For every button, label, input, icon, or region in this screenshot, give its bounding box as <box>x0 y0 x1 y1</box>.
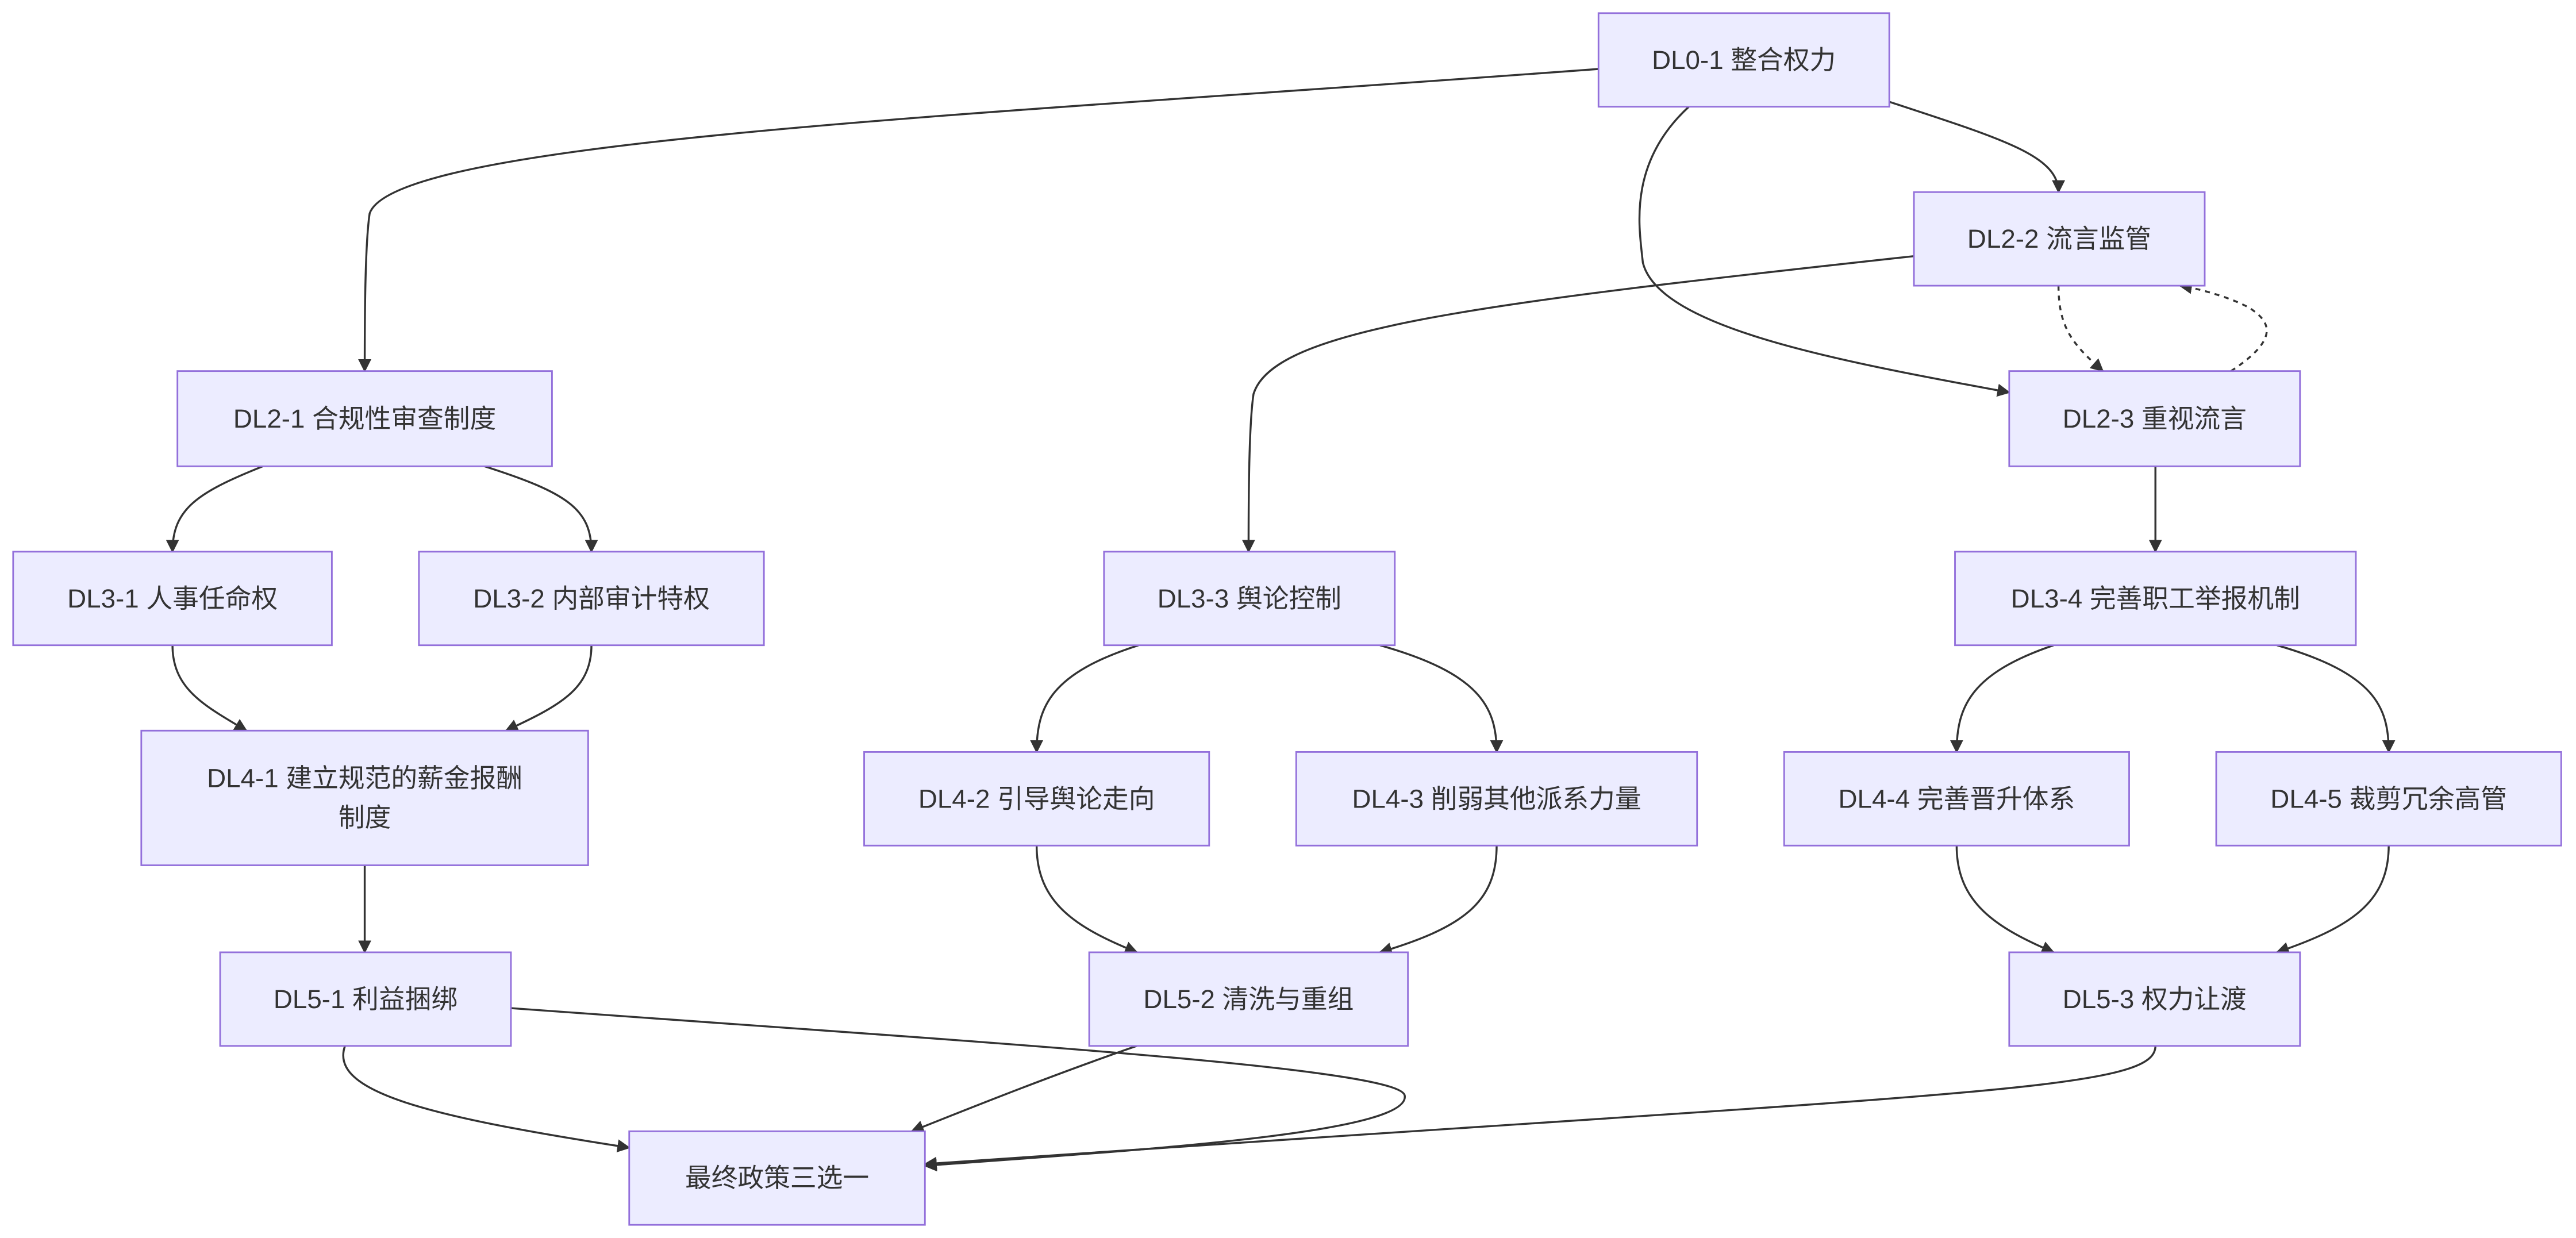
edge-dl4-5-to-dl5-3 <box>2275 845 2390 955</box>
node-label: DL3-3 舆论控制 <box>1158 584 1341 613</box>
edge-dl2-2-to-dl2-3 <box>2057 286 2104 372</box>
node-label: DL2-1 合规性审查制度 <box>233 404 496 433</box>
node-label: DL0-1 整合权力 <box>1652 45 1836 75</box>
node-dl2-3[interactable]: DL2-3 重视流言 <box>2008 370 2301 467</box>
node-box <box>219 951 512 1047</box>
node-dl2-2[interactable]: DL2-2 流言监管 <box>1913 191 2206 287</box>
node-dl3-1[interactable]: DL3-1 人事任命权 <box>12 551 333 647</box>
node-box <box>418 551 765 647</box>
node-dl5-2[interactable]: DL5-2 清洗与重组 <box>1088 951 1409 1047</box>
edge-dl3-3-to-dl4-3 <box>1379 644 1504 753</box>
edge-dl2-1-to-dl3-2 <box>484 465 598 553</box>
node-box <box>140 729 589 866</box>
edge-dl4-4-to-dl5-3 <box>1955 845 2055 954</box>
node-dl5-3[interactable]: DL5-3 权力让渡 <box>2008 951 2301 1047</box>
node-box <box>12 551 333 647</box>
node-box <box>2008 370 2301 467</box>
edge-dl0-1-to-dl2-1 <box>358 68 1599 372</box>
node-dl3-2[interactable]: DL3-2 内部审计特权 <box>418 551 765 647</box>
edge-dl2-3-to-dl2-2 <box>2178 280 2268 372</box>
node-dl4-4[interactable]: DL4-4 完善晋升体系 <box>1783 751 2130 847</box>
node-label-line-2: 制度 <box>339 803 391 832</box>
node-box <box>1088 951 1409 1047</box>
node-dl0-1[interactable]: DL0-1 整合权力 <box>1597 12 1890 108</box>
node-label: DL4-2 引导舆论走向 <box>918 784 1155 813</box>
node-box <box>2215 751 2562 847</box>
node-dl4-2[interactable]: DL4-2 引导舆论走向 <box>863 751 1210 847</box>
edge-dl3-1-to-dl4-1 <box>171 645 248 732</box>
node-dl4-5[interactable]: DL4-5 裁剪冗余高管 <box>2215 751 2562 847</box>
edge-dl2-1-to-dl3-1 <box>166 465 263 553</box>
node-final-decision[interactable]: 最终政策三选一 <box>628 1130 926 1226</box>
node-dl3-3[interactable]: DL3-3 舆论控制 <box>1103 551 1396 647</box>
node-label: DL4-5 裁剪冗余高管 <box>2270 784 2507 813</box>
node-dl2-1[interactable]: DL2-1 合规性审查制度 <box>176 370 553 467</box>
node-label: DL3-1 人事任命权 <box>67 584 278 613</box>
node-dl5-1[interactable]: DL5-1 利益捆绑 <box>219 951 512 1047</box>
node-box <box>2008 951 2301 1047</box>
edge-dl0-1-to-dl2-2 <box>1889 101 2066 194</box>
edge-dl3-4-to-dl4-4 <box>1950 644 2054 753</box>
edge-dl2-2-to-dl3-3 <box>1241 255 1914 553</box>
node-label: DL4-3 削弱其他派系力量 <box>1352 784 1641 813</box>
edge-dl3-3-to-dl4-2 <box>1030 644 1139 753</box>
node-box <box>1597 12 1890 108</box>
node-box <box>176 370 553 467</box>
node-label: DL5-3 权力让渡 <box>2063 985 2247 1014</box>
node-label: DL3-2 内部审计特权 <box>473 584 710 613</box>
node-box <box>1954 551 2357 647</box>
edge-dl4-3-to-dl5-2 <box>1378 845 1498 955</box>
node-label: DL2-3 重视流言 <box>2063 404 2247 433</box>
edge-dl5-1-to-final-a <box>342 1045 631 1153</box>
node-label: DL5-2 清洗与重组 <box>1143 985 1354 1014</box>
edges <box>166 68 2396 1172</box>
edge-dl5-2-to-final <box>910 1045 1137 1133</box>
node-box <box>1103 551 1396 647</box>
node-box <box>1783 751 2130 847</box>
node-label: DL4-4 完善晋升体系 <box>1839 784 2075 813</box>
node-dl4-1[interactable]: DL4-1 建立规范的薪金报酬 制度 <box>140 729 589 866</box>
edge-dl3-2-to-dl4-1 <box>505 645 593 732</box>
node-label: DL2-2 流言监管 <box>1967 224 2151 253</box>
edge-dl3-4-to-dl4-5 <box>2277 644 2396 753</box>
node-box <box>628 1130 926 1226</box>
node-box <box>1913 191 2206 287</box>
node-box <box>863 751 1210 847</box>
node-dl3-4[interactable]: DL3-4 完善职工举报机制 <box>1954 551 2357 647</box>
node-label: DL3-4 完善职工举报机制 <box>2011 584 2300 613</box>
node-label: 最终政策三选一 <box>685 1163 869 1193</box>
edge-dl0-1-to-dl2-3 <box>1638 106 2011 397</box>
node-label: DL5-1 利益捆绑 <box>274 985 457 1014</box>
edge-dl5-3-to-final <box>924 1045 2156 1170</box>
node-label-line-1: DL4-1 建立规范的薪金报酬 <box>207 764 522 793</box>
node-box <box>1295 751 1698 847</box>
node-dl4-3[interactable]: DL4-3 削弱其他派系力量 <box>1295 751 1698 847</box>
edge-dl4-2-to-dl5-2 <box>1035 845 1139 954</box>
